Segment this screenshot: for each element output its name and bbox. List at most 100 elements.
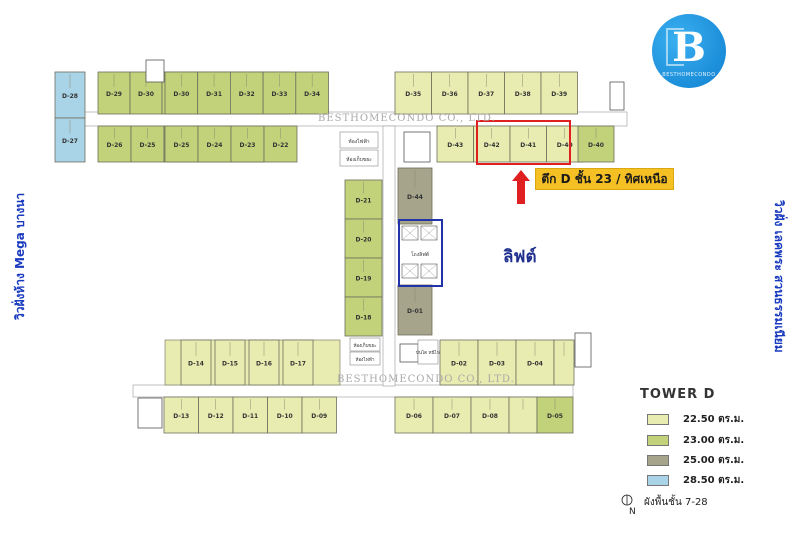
legend-swatch — [647, 474, 669, 486]
lift-label: ลิฟต์ — [503, 247, 537, 267]
highlight-box — [476, 120, 571, 165]
unit-label: D-41 — [520, 142, 536, 149]
lobby-label: โถงลิฟต์ — [411, 251, 429, 258]
unit-label: D-24 — [207, 142, 223, 149]
service-room-label: ห้องเก็บขยะ — [353, 341, 376, 349]
unit-label: D-43 — [447, 142, 463, 149]
logo-letter: B — [672, 24, 706, 71]
unit-label: D-13 — [173, 413, 189, 420]
legend-swatch — [647, 454, 669, 466]
unit-label: D-07 — [444, 413, 460, 420]
unit-label: D-27 — [62, 138, 78, 145]
unit-label: D-26 — [107, 142, 123, 149]
logo-name: BESTHOMECONDO — [662, 72, 716, 78]
unit-label: D-15 — [222, 361, 238, 368]
unit-label: D-09 — [311, 413, 327, 420]
unit-label: D-34 — [304, 91, 320, 98]
service-room — [339, 131, 379, 149]
unit-label: D-38 — [515, 91, 531, 98]
legend-swatch — [647, 434, 669, 446]
unit-label: D-14 — [188, 361, 204, 368]
corridor-core — [382, 125, 396, 387]
unit-label: D-42 — [484, 142, 500, 149]
legend-item: 25.00 ตร.ม. — [647, 453, 744, 467]
unit-label: D-30 — [173, 91, 189, 98]
lift-cross — [401, 225, 419, 241]
unit-d-43 — [436, 125, 474, 163]
service-room-label: ห้องเก็บขยะ — [346, 155, 372, 163]
legend-item: 28.50 ตร.ม. — [647, 473, 744, 487]
unit-label: D-21 — [356, 198, 372, 205]
view-label-right: วิวฝั่ง เลคพระ สวนธรรมเนียม — [772, 200, 786, 353]
stair-icon — [137, 397, 163, 429]
unit-label: D-22 — [273, 142, 289, 149]
legend-swatch — [647, 413, 669, 425]
floor-note: ผังพื้นชั้น 7-28 — [644, 497, 708, 508]
stair-icon — [609, 81, 625, 111]
unit-label: D-31 — [206, 91, 222, 98]
unit-label: D-08 — [482, 413, 498, 420]
service-room-label: ห้องไฟฟ้า — [355, 357, 375, 363]
unit-label: D-32 — [239, 91, 255, 98]
stair-icon — [574, 332, 592, 368]
legend-label: 22.50 ตร.ม. — [683, 413, 745, 425]
arrow-icon — [512, 170, 530, 204]
service-room-label: บันได หนีไฟ — [416, 350, 440, 356]
logo-tower-icon — [666, 28, 684, 66]
view-label-left: วิวฝั่งห้าง Mega บางนา — [13, 192, 27, 320]
unit-label: D-40 — [557, 142, 573, 149]
unit-label: D-25 — [140, 142, 156, 149]
unit-label: D-28 — [62, 93, 78, 100]
unit-callout: ตึก D ชั้น 23 / ทิศเหนือ — [535, 168, 674, 190]
unit-label: D-11 — [242, 413, 258, 420]
legend-label: 25.00 ตร.ม. — [683, 454, 745, 466]
unit-label: D-36 — [442, 91, 458, 98]
unit-label: D-25 — [174, 142, 190, 149]
watermark-bottom: BESTHOMECONDO CO., LTD. — [337, 374, 515, 385]
legend-item: 23.00 ตร.ม. — [647, 433, 744, 447]
unit-label: D-01 — [407, 308, 423, 315]
watermark-top: BESTHOMECONDO CO., LTD. — [318, 113, 496, 124]
unit-label: D-19 — [356, 276, 372, 283]
unit-d-40 — [577, 125, 615, 163]
unit-label: D-12 — [208, 413, 224, 420]
unit-label: D-06 — [406, 413, 422, 420]
unit-label: D-44 — [407, 194, 423, 201]
tower-title: TOWER D — [640, 387, 716, 402]
unit-label: D-17 — [290, 361, 306, 368]
legend-item: 22.50 ตร.ม. — [647, 412, 744, 426]
unit-label: D-33 — [271, 91, 287, 98]
unit-label: D-02 — [451, 361, 467, 368]
unit-label: D-40 — [588, 142, 604, 149]
service-room — [349, 351, 381, 366]
unit-label: D-23 — [240, 142, 256, 149]
legend-label: 23.00 ตร.ม. — [683, 434, 745, 446]
unit-label: D-16 — [256, 361, 272, 368]
unit-label: D-29 — [106, 91, 122, 98]
unit-label: D-10 — [277, 413, 293, 420]
unit-label: D-18 — [356, 315, 372, 322]
unit-label: D-30 — [138, 91, 154, 98]
legend-label: 28.50 ตร.ม. — [683, 474, 745, 486]
unit-label: D-03 — [489, 361, 505, 368]
unit-label: D-37 — [478, 91, 494, 98]
unit-label: D-35 — [405, 91, 421, 98]
lift-cross — [420, 225, 438, 241]
stair-icon — [403, 131, 431, 163]
unit-label: D-04 — [527, 361, 543, 368]
service-room — [339, 149, 379, 167]
lift-cross — [401, 263, 419, 279]
unit-label: D-39 — [551, 91, 567, 98]
unit- — [553, 339, 575, 386]
compass-north: N — [629, 507, 636, 517]
service-room — [417, 339, 439, 365]
brand-logo: B BESTHOMECONDO — [652, 14, 726, 88]
lift-cross — [420, 263, 438, 279]
service-room-label: ห้องไฟฟ้า — [348, 138, 369, 145]
unit-label: D-05 — [547, 413, 563, 420]
lift-box — [398, 219, 443, 287]
unit-label: D-20 — [356, 237, 372, 244]
stair-icon — [145, 59, 165, 83]
service-room — [349, 337, 381, 352]
